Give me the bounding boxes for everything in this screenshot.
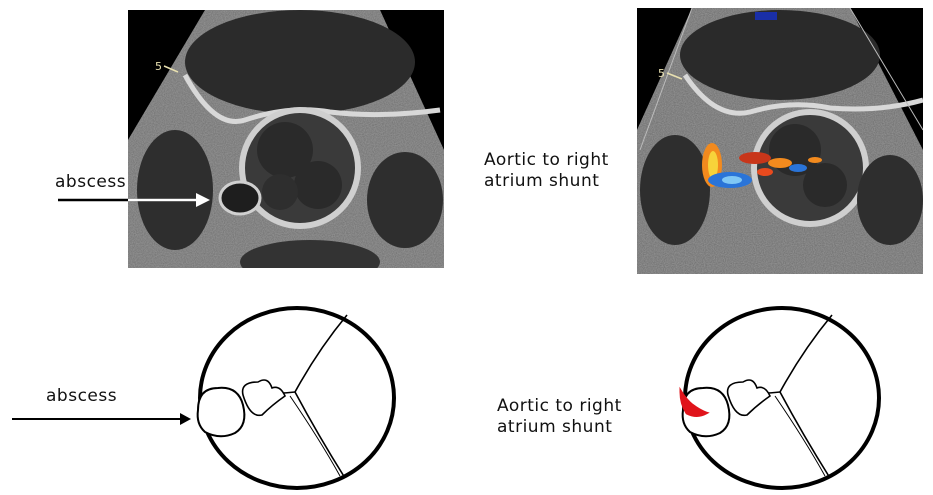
echo-image-shunt: 5	[460, 0, 933, 280]
shunt-highlight	[681, 392, 706, 416]
echo-panel-abscess: 5 abscess	[0, 0, 460, 280]
depth-marker-abscess: 5	[155, 60, 162, 73]
abscess-label: abscess	[55, 172, 126, 193]
echo-panel-shunt: 5	[460, 0, 933, 280]
shunt-label-schematic: Aortic to right atrium shunt	[497, 396, 622, 438]
echo-image-abscess: 5	[0, 0, 460, 280]
shunt-label: Aortic to right atrium shunt	[484, 150, 609, 192]
schematic-shunt	[681, 308, 879, 488]
abscess-label-schematic: abscess	[46, 386, 117, 407]
depth-marker-shunt: 5	[658, 67, 665, 80]
